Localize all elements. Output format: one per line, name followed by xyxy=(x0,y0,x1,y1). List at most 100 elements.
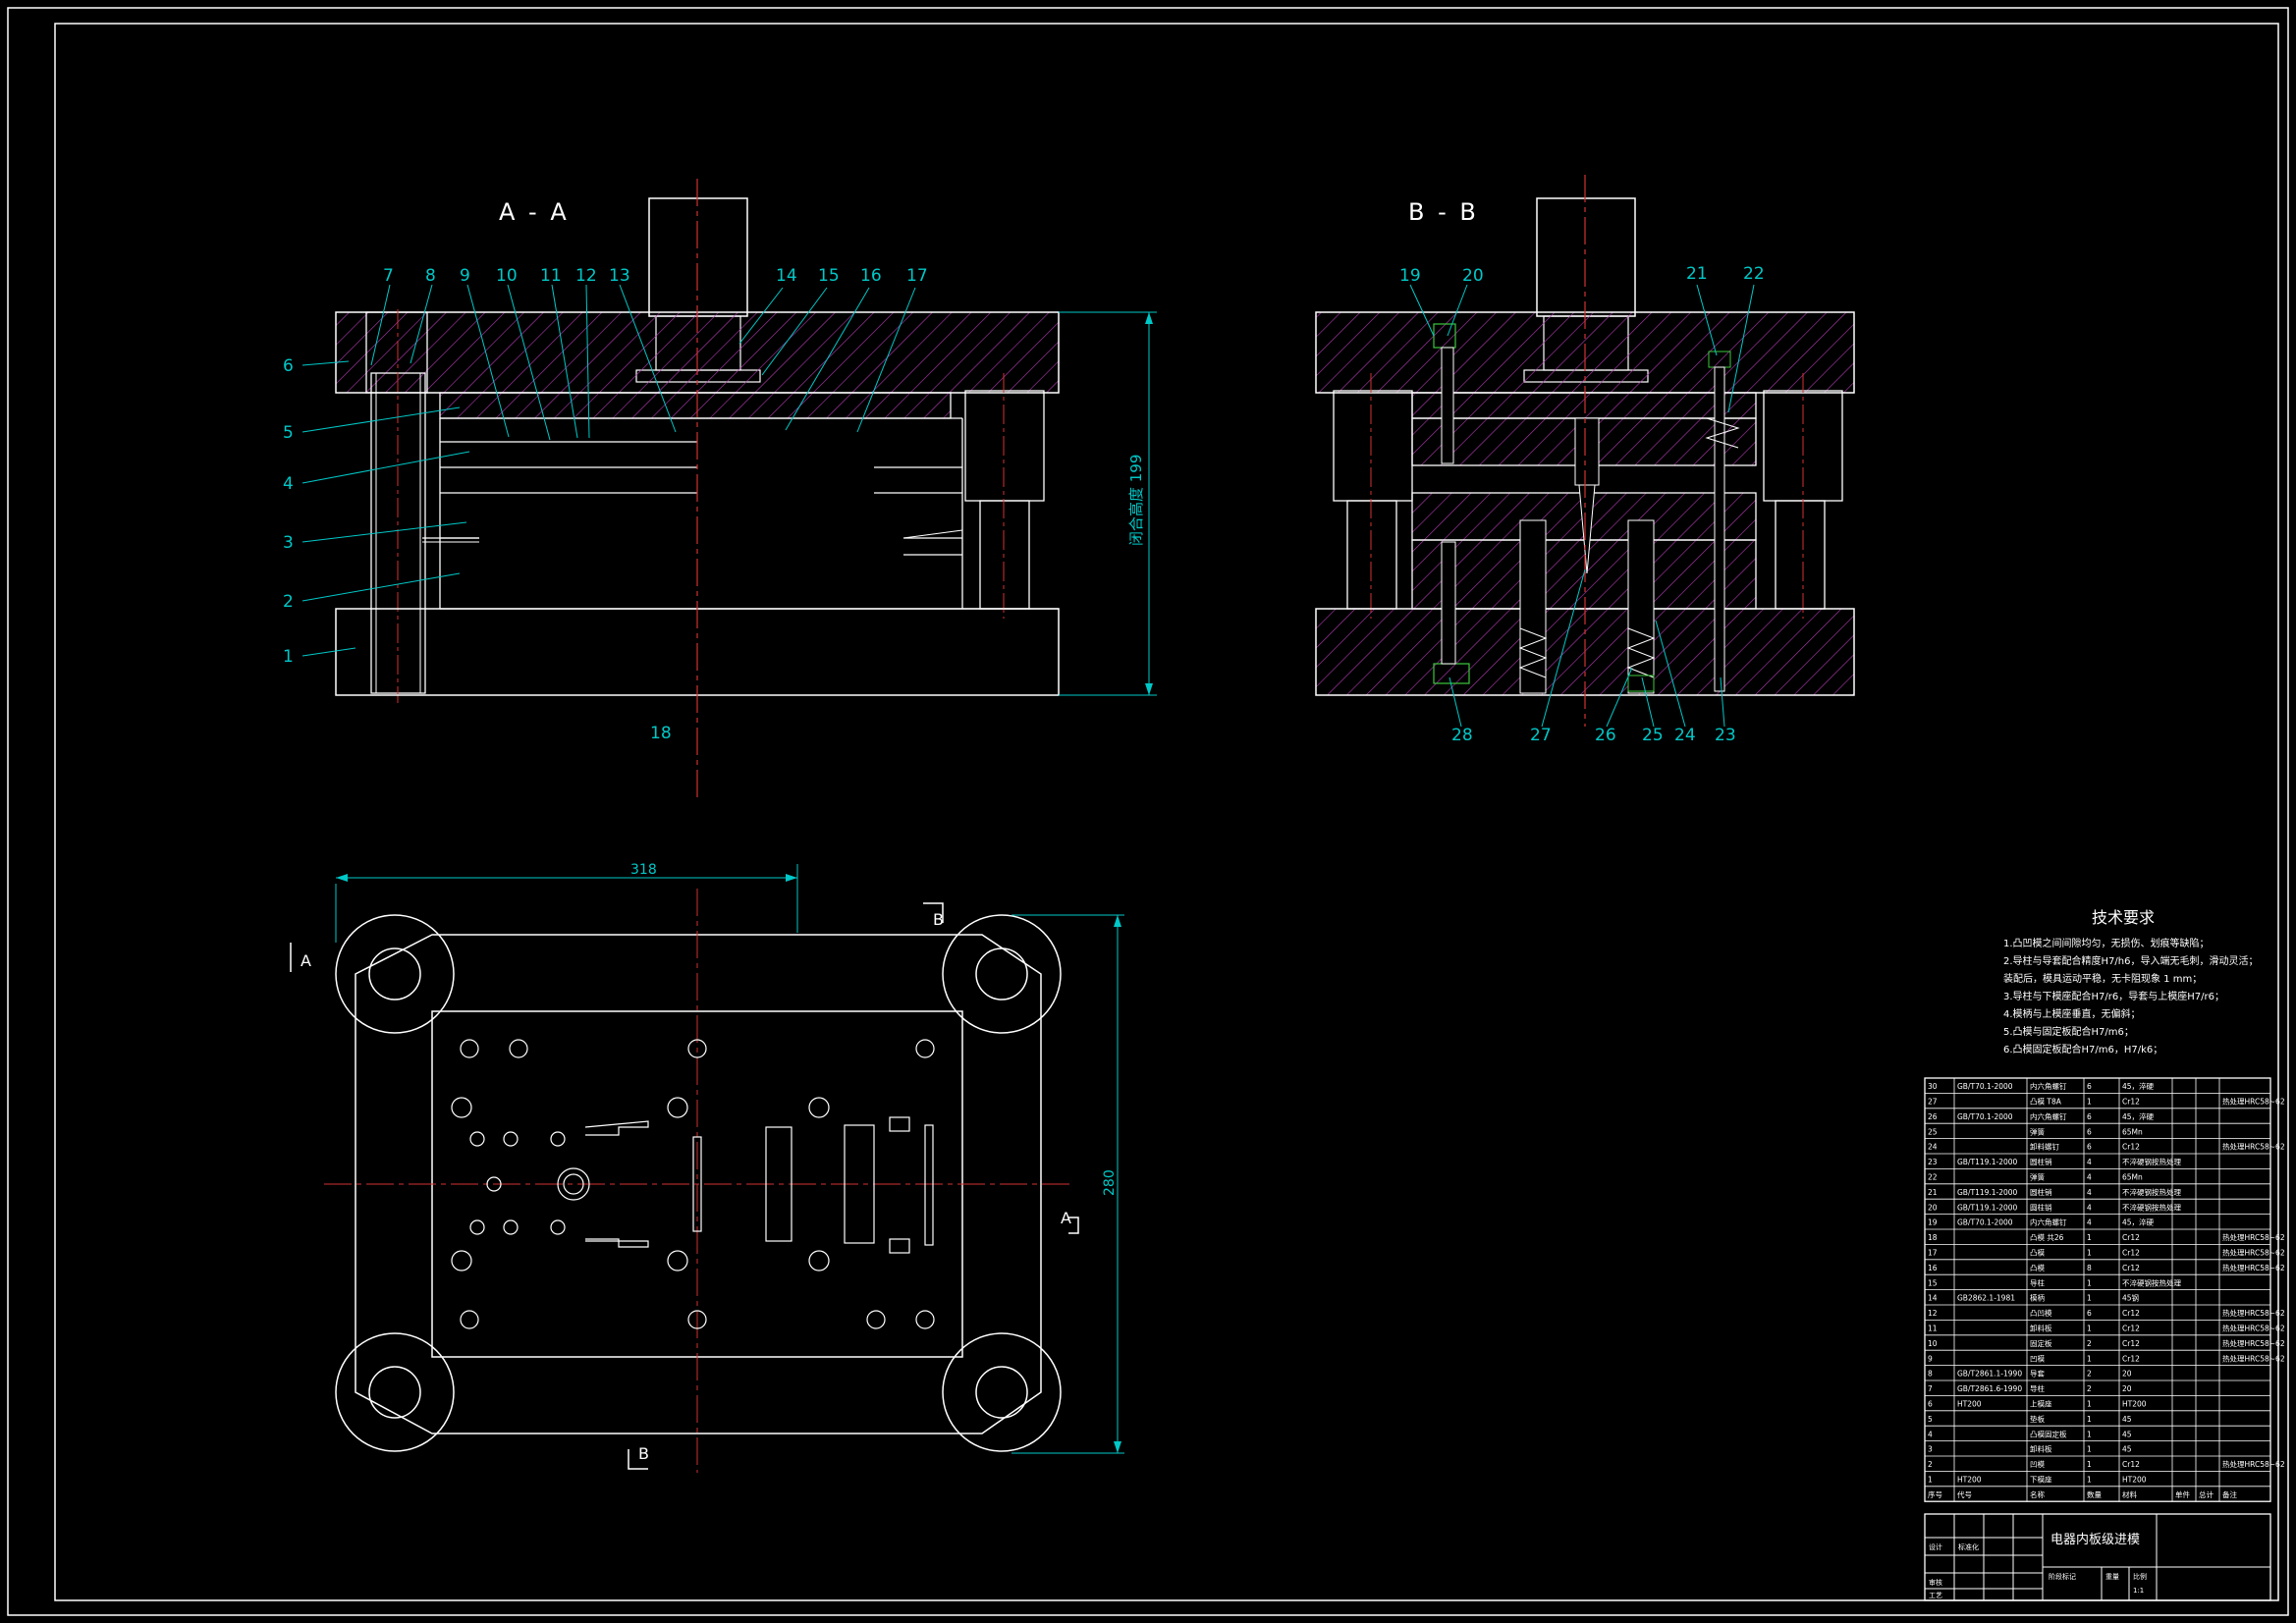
callout-20: 20 xyxy=(1462,266,1484,286)
bom-cell: 10 xyxy=(1928,1339,1938,1348)
tech-line-3: 装配后，模具运动平稳，无卡阻现象 1 mm； xyxy=(2003,972,2202,985)
bom-header-cell: 名称 xyxy=(2030,1489,2046,1499)
bom-cell: 65Mn xyxy=(2122,1127,2143,1136)
bom-cell: 1 xyxy=(2087,1399,2092,1408)
bom-cell: GB/T70.1-2000 xyxy=(1957,1082,2013,1091)
tb-cell-scale-value: 1:1 xyxy=(2133,1587,2144,1595)
callout-21: 21 xyxy=(1686,264,1708,284)
bom-cell: GB/T119.1-2000 xyxy=(1957,1188,2018,1197)
callout-26: 26 xyxy=(1595,726,1616,745)
plan-view: 318 280 A B A B xyxy=(290,862,1124,1473)
bom-cell: 6 xyxy=(2087,1309,2092,1318)
callout-25: 25 xyxy=(1642,726,1664,745)
bom-cell: 不淬硬钢按热处理 xyxy=(2122,1157,2181,1166)
callout-28: 28 xyxy=(1451,726,1473,745)
bom-cell: 9 xyxy=(1928,1354,1933,1363)
bom-cell: 1 xyxy=(2087,1294,2092,1303)
tb-cell-scale: 比例 xyxy=(2133,1572,2147,1581)
bom-cell: 内六角螺钉 xyxy=(2030,1081,2067,1091)
bom-header-cell: 备注 xyxy=(2222,1489,2238,1499)
bom-cell: 3 xyxy=(1928,1445,1933,1454)
bom-cell: 凸模 xyxy=(2030,1263,2046,1272)
bom-cell: Cr12 xyxy=(2122,1309,2140,1318)
bom-cell: 16 xyxy=(1928,1264,1938,1272)
bom-cell: 45，淬硬 xyxy=(2122,1217,2155,1227)
bom-header-cell: 代号 xyxy=(1957,1489,1972,1499)
view-mark-a-right: A xyxy=(1061,1209,1071,1227)
bom-cell: 1 xyxy=(2087,1233,2092,1242)
bom-header-cell: 单件 xyxy=(2175,1489,2191,1499)
bom-cell: 1 xyxy=(2087,1278,2092,1287)
bom-cell: 19 xyxy=(1928,1218,1938,1227)
bom-cell: 凸模 xyxy=(2030,1247,2046,1257)
bom-cell: 4 xyxy=(2087,1172,2092,1181)
bom-cell: 6 xyxy=(2087,1082,2092,1091)
bom-cell: Cr12 xyxy=(2122,1354,2140,1363)
bom-cell: 26 xyxy=(1928,1112,1938,1121)
bom-cell: GB/T119.1-2000 xyxy=(1957,1158,2018,1166)
bom-cell: 25 xyxy=(1928,1127,1938,1136)
bom-cell: 内六角螺钉 xyxy=(2030,1217,2067,1227)
bom-cell: 1 xyxy=(2087,1354,2092,1363)
bom-cell: 20 xyxy=(2122,1370,2132,1379)
bom-cell: 27 xyxy=(1928,1097,1938,1106)
bom-cell: 圆柱销 xyxy=(2030,1157,2052,1166)
bom-cell: 1 xyxy=(2087,1460,2092,1469)
bom-cell: HT200 xyxy=(2122,1475,2147,1484)
tb-cell-process: 工艺 xyxy=(1929,1592,1942,1599)
bom-cell: 1 xyxy=(2087,1324,2092,1332)
bom-cell: 热处理HRC58~62 xyxy=(2222,1338,2285,1348)
bom-cell: 8 xyxy=(1928,1370,1933,1379)
bom-cell: 17 xyxy=(1928,1248,1938,1257)
bom-cell: 热处理HRC58~62 xyxy=(2222,1232,2285,1242)
callout-8: 8 xyxy=(425,266,436,286)
tb-cell-weight: 重量 xyxy=(2105,1573,2119,1581)
bom-cell: 12 xyxy=(1928,1309,1938,1318)
bom-cell: 不淬硬钢按热处理 xyxy=(2122,1202,2181,1212)
bom-cell: 21 xyxy=(1928,1188,1938,1197)
callout-13: 13 xyxy=(609,266,630,286)
aa-shank xyxy=(648,197,748,317)
bom-cell: 23 xyxy=(1928,1158,1938,1166)
bom-cell: 6 xyxy=(1928,1399,1933,1408)
bom-cell: Cr12 xyxy=(2122,1339,2140,1348)
bom-cell: 4 xyxy=(1928,1430,1933,1438)
bom-cell: 2 xyxy=(2087,1384,2092,1393)
bom-cell: HT200 xyxy=(1957,1475,1982,1484)
bom-cell: HT200 xyxy=(1957,1399,1982,1408)
bom-cell: 热处理HRC58~62 xyxy=(2222,1263,2285,1272)
section-bb-view: B - B xyxy=(1315,175,1855,745)
section-bb-label: B - B xyxy=(1408,198,1479,226)
bom-cell: 18 xyxy=(1928,1233,1938,1242)
bom-cell: Cr12 xyxy=(2122,1248,2140,1257)
bom-cell: 15 xyxy=(1928,1278,1938,1287)
callout-18: 18 xyxy=(650,724,672,743)
view-mark-a-left: A xyxy=(301,951,311,970)
bom-cell: 导套 xyxy=(2030,1369,2046,1379)
bom-cell: 6 xyxy=(2087,1112,2092,1121)
bom-cell: 20 xyxy=(2122,1384,2132,1393)
callout-19: 19 xyxy=(1399,266,1421,286)
bom-cell: 45，淬硬 xyxy=(2122,1081,2155,1091)
bom-cell: 热处理HRC58~62 xyxy=(2222,1142,2285,1152)
bom-cell: 14 xyxy=(1928,1294,1938,1303)
bom-cell: 导柱 xyxy=(2030,1383,2046,1393)
callout-23: 23 xyxy=(1715,726,1736,745)
bom-cell: 固定板 xyxy=(2030,1338,2052,1348)
callout-14: 14 xyxy=(776,266,797,286)
callout-11: 11 xyxy=(540,266,562,286)
view-mark-b-top: B xyxy=(933,910,944,929)
callout-16: 16 xyxy=(860,266,882,286)
section-aa-label: A - A xyxy=(499,198,570,226)
callout-1: 1 xyxy=(283,647,294,667)
bom-cell: 2 xyxy=(2087,1370,2092,1379)
bom-cell: 内六角螺钉 xyxy=(2030,1111,2067,1121)
bom-cell: 45 xyxy=(2122,1415,2132,1424)
bom-cell: 2 xyxy=(2087,1339,2092,1348)
callout-5: 5 xyxy=(283,423,294,443)
bom-cell: 1 xyxy=(2087,1097,2092,1106)
tech-line-1: 1.凸凹模之间间隙均匀，无损伤、划痕等缺陷； xyxy=(2003,937,2210,949)
bom-cell: 8 xyxy=(2087,1264,2092,1272)
bom-cell: 1 xyxy=(2087,1415,2092,1424)
